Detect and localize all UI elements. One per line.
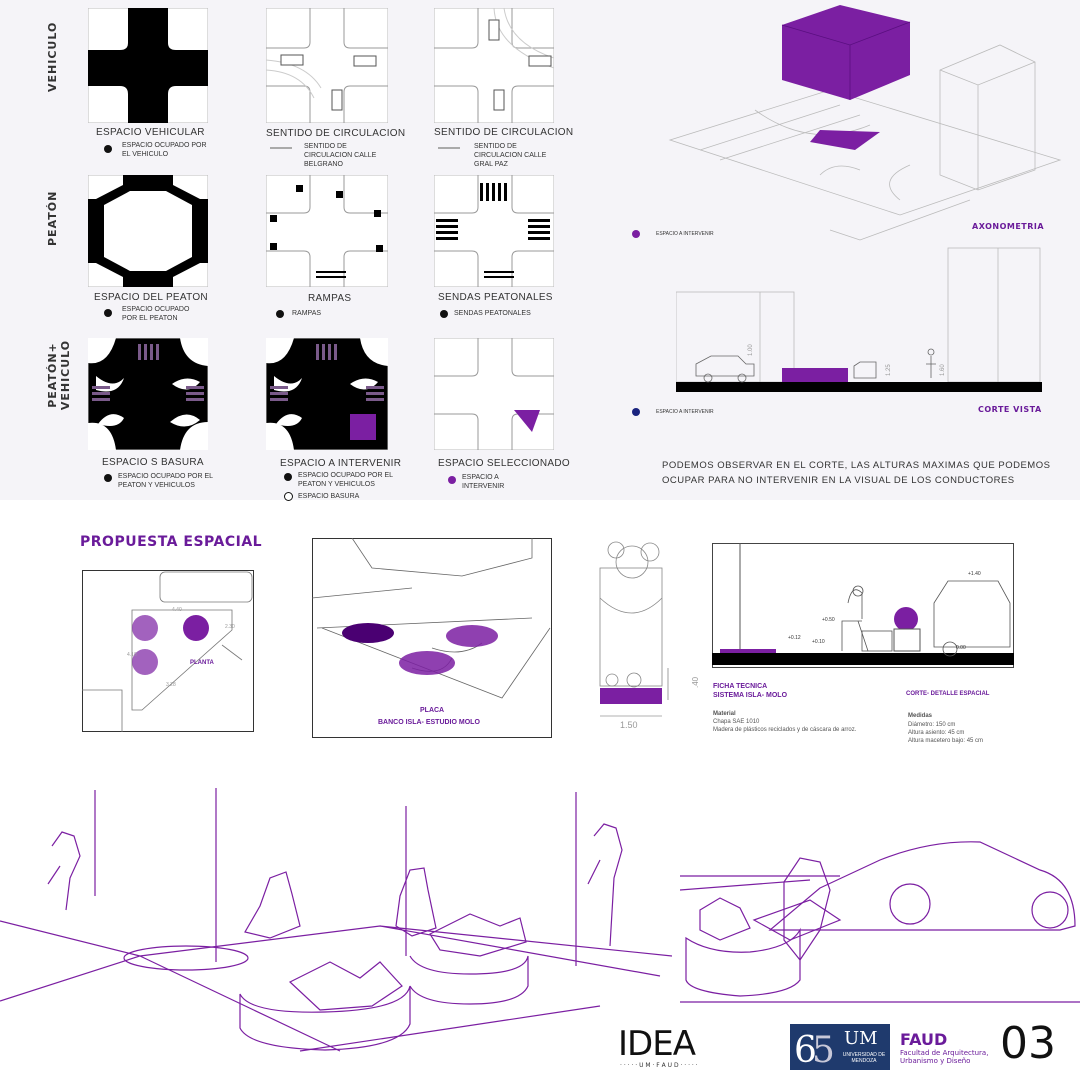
sixtyfive-icon: 6 5 xyxy=(794,1030,835,1070)
planta-label: PLANTA xyxy=(190,660,215,666)
material-label: Material xyxy=(713,711,736,717)
medidas-3: Altura macetero bajo: 45 cm xyxy=(908,738,984,744)
caption-espacio-vehicular: ESPACIO VEHICULAR xyxy=(96,127,205,138)
planta-dim-b: 2.30 xyxy=(225,624,235,630)
corte-title: CORTE VISTA xyxy=(978,405,1042,414)
legend-text: SENTIDO DE CIRCULACION CALLE GRAL PAZ xyxy=(474,143,547,168)
legend-dot xyxy=(440,310,448,318)
placa-drawing: PLACA BANCO ISLA- ESTUDIO MOLO xyxy=(312,538,552,738)
faud-subtitle-1: Facultad de Arquitectura, xyxy=(900,1049,989,1057)
corte-height-1: 1.00 xyxy=(748,344,754,356)
ficha-subtitle: SISTEMA ISLA- MOLO xyxy=(713,692,788,699)
material-2: Madera de plásticos reciclados y de cásc… xyxy=(713,727,857,733)
legend-dot xyxy=(104,309,112,317)
corte-vista-drawing: 1.00 1.25 1.60 xyxy=(676,247,1042,392)
cell-espacio-peaton xyxy=(88,175,208,287)
corte-legend-text: ESPACIO A INTERVENIR xyxy=(656,409,714,415)
cell-sendas-peatonales xyxy=(434,175,554,287)
legend-text: ESPACIO OCUPADO POR EL PEATON Y VEHICULO… xyxy=(298,472,393,488)
legend-dot xyxy=(104,474,112,482)
legend-dot xyxy=(104,145,112,153)
legend-text: SENDAS PEATONALES xyxy=(454,310,531,317)
um-logo: 6 5 UM UNIVERSIDAD DE MENDOZA xyxy=(790,1024,890,1070)
caption-espacio-seleccionado: ESPACIO SELECCIONADO xyxy=(438,458,570,469)
perspective-sketch-right xyxy=(680,841,1080,1003)
planta-dim-c: 4.10 xyxy=(127,652,137,658)
legend-text: SENTIDO DE CIRCULACION CALLE BELGRANO xyxy=(304,143,377,168)
cell-espacio-a-intervenir xyxy=(266,338,388,450)
faud-subtitle-2: Urbanismo y Diseño xyxy=(900,1057,971,1065)
svg-text:5: 5 xyxy=(812,1030,835,1070)
row-label-peaton: PEATÓN xyxy=(46,190,59,246)
cell-sentido-gral-paz xyxy=(434,8,554,123)
ficha-title: FICHA TECNICA xyxy=(713,683,768,690)
material-1: Chapa SAE 1010 xyxy=(713,719,760,725)
planta-dim-d: 3.28 xyxy=(166,682,176,688)
level-3: +0.12 xyxy=(788,635,801,641)
planta-drawing: PLANTA 4.40 2.30 4.10 3.28 xyxy=(82,570,254,732)
idea-subtitle: · · · · · U M · F A U D · · · · · xyxy=(620,1062,698,1069)
caption-sendas: SENDAS PEATONALES xyxy=(438,292,553,303)
um-text: UM xyxy=(844,1028,878,1049)
corte-legend-dot xyxy=(632,408,640,416)
axo-legend-text: ESPACIO A INTERVENIR xyxy=(656,231,714,237)
placa-title: PLACA xyxy=(420,707,444,714)
legend-text: RAMPAS xyxy=(292,310,322,317)
legend-dot-empty xyxy=(284,492,293,501)
legend-text: ESPACIO OCUPADO POR EL PEATON Y VEHICULO… xyxy=(118,473,213,489)
caption-sentido-1: SENTIDO DE CIRCULACION xyxy=(266,128,406,139)
corte-detalle-drawing: +1.40 +0.50 +0.12 +0.10 0.00 xyxy=(712,543,1014,668)
medidas-2: Altura asiento: 45 cm xyxy=(908,730,965,736)
corte-detalle-title: CORTE- DETALLE ESPACIAL xyxy=(906,691,990,697)
placa-subtitle: BANCO ISLA- ESTUDIO MOLO xyxy=(378,719,480,726)
detalle-dim: 1.50 xyxy=(620,720,638,730)
legend-dot xyxy=(448,476,456,484)
legend-text: ESPACIO BASURA xyxy=(298,493,360,500)
detalle-dim-v: .40 xyxy=(691,676,700,688)
caption-rampas: RAMPAS xyxy=(308,293,352,304)
legend-text: ESPACIO OCUPADO POR EL VEHICULO xyxy=(122,142,207,158)
caption-espacio-peaton: ESPACIO DEL PEATON xyxy=(94,292,208,303)
caption-espacio-intervenir: ESPACIO A INTERVENIR xyxy=(280,458,402,469)
svg-text:6: 6 xyxy=(794,1030,817,1070)
medidas-1: Diámetro: 150 cm xyxy=(908,722,956,728)
medidas-label: Medidas xyxy=(908,713,933,719)
cell-espacio-vehicular xyxy=(88,8,208,123)
axo-title: AXONOMETRIA xyxy=(972,222,1045,231)
row-label-peaton-vehiculo: PEATÓN+ VEHICULO xyxy=(46,339,72,411)
um-subtitle: UNIVERSIDAD DE MENDOZA xyxy=(842,1052,886,1064)
legend-dot xyxy=(284,473,292,481)
level-4: +0.10 xyxy=(812,639,825,645)
page-number: 03 xyxy=(1000,1018,1056,1069)
row-label-vehiculo: VEHICULO xyxy=(46,21,59,92)
level-1: +1.40 xyxy=(968,571,981,577)
legend-text: ESPACIO A INTERVENIR xyxy=(462,474,505,490)
level-5: 0.00 xyxy=(956,645,966,651)
planta-dim-a: 4.40 xyxy=(172,607,182,613)
perspective-sketch-left xyxy=(0,788,672,1052)
observation-note: PODEMOS OBSERVAR EN EL CORTE, LAS ALTURA… xyxy=(662,460,1051,486)
axo-legend-dot xyxy=(632,230,640,238)
caption-sentido-2: SENTIDO DE CIRCULACION xyxy=(434,127,574,138)
legend-line xyxy=(270,147,292,149)
corte-height-2: 1.25 xyxy=(886,364,892,376)
caption-espacio-s-basura: ESPACIO S BASURA xyxy=(102,457,204,468)
legend-text: ESPACIO OCUPADO POR EL PEATON xyxy=(122,306,190,322)
detalle-drawing: 1.50 .40 xyxy=(599,541,700,730)
legend-dot xyxy=(276,310,284,318)
propuesta-title: PROPUESTA ESPACIAL xyxy=(80,534,263,550)
level-2: +0.50 xyxy=(822,617,835,623)
idea-logo: IDEA xyxy=(618,1024,696,1064)
legend-line xyxy=(438,147,460,149)
axonometria-drawing xyxy=(668,5,1062,241)
cell-rampas xyxy=(266,175,388,287)
faud-title: FAUD xyxy=(900,1030,948,1049)
cell-espacio-seleccionado xyxy=(434,338,554,450)
cell-sentido-belgrano xyxy=(266,8,388,123)
corte-height-3: 1.60 xyxy=(940,364,946,376)
cell-espacio-s-basura xyxy=(88,338,208,450)
